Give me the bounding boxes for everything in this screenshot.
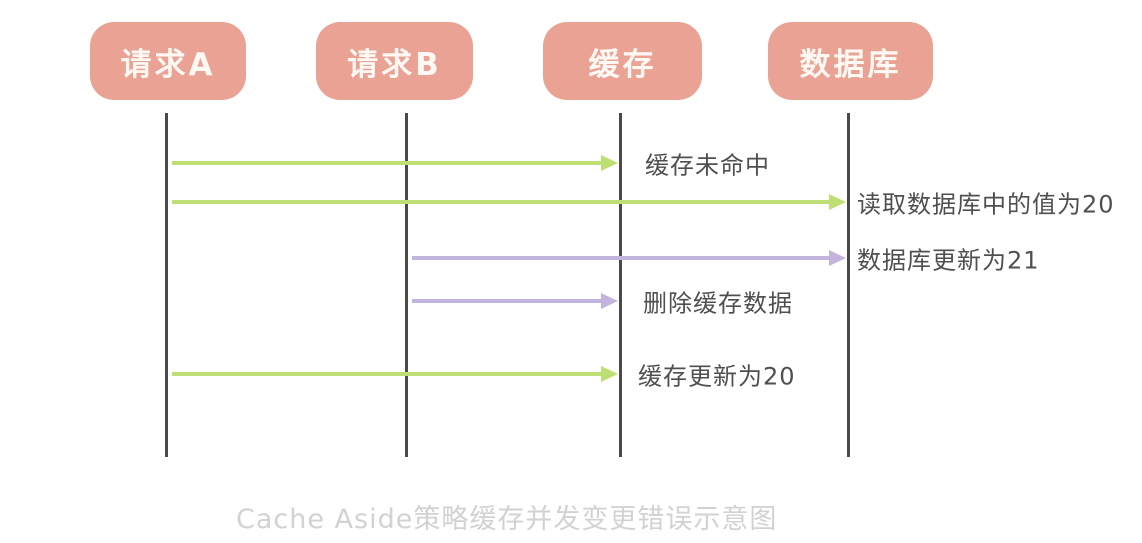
- actor-box: 请求A: [90, 22, 246, 100]
- message-arrowhead: [829, 250, 846, 266]
- message-arrow: [172, 372, 601, 376]
- message-arrow: [172, 200, 829, 204]
- message-label: 删除缓存数据: [643, 289, 793, 318]
- message-arrow: [412, 256, 829, 260]
- actor-lifeline: [619, 113, 622, 457]
- actor-box: 请求B: [316, 22, 473, 100]
- message-arrow: [172, 161, 601, 165]
- message-label: 数据库更新为21: [857, 246, 1040, 275]
- actor-box: 数据库: [768, 22, 933, 100]
- diagram-caption: Cache Aside策略缓存并发变更错误示意图: [236, 504, 778, 535]
- message-arrowhead: [601, 366, 618, 382]
- message-arrow: [412, 299, 601, 303]
- message-label: 缓存未命中: [645, 151, 770, 180]
- actor-lifeline: [405, 113, 408, 457]
- message-arrowhead: [829, 194, 846, 210]
- message-label: 读取数据库中的值为20: [857, 190, 1115, 219]
- actor-lifeline: [165, 113, 168, 457]
- actor-lifeline: [847, 113, 850, 457]
- message-arrowhead: [601, 293, 618, 309]
- actor-box: 缓存: [543, 22, 702, 100]
- message-arrowhead: [601, 155, 618, 171]
- message-label: 缓存更新为20: [638, 362, 796, 391]
